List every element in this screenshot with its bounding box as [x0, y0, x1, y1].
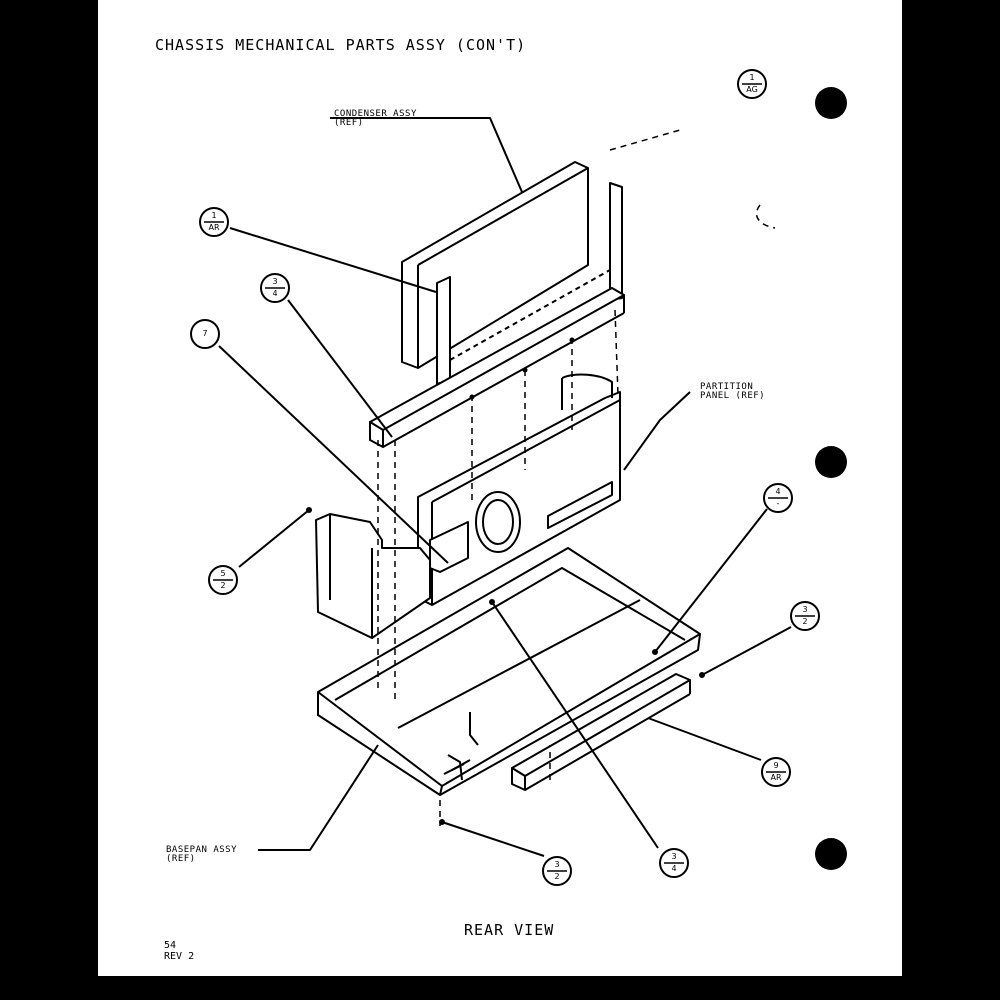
- callout-quantity: -: [776, 499, 780, 508]
- punch-hole: [815, 87, 847, 119]
- revision-label: REV 2: [164, 951, 195, 962]
- condenser-assy-label: CONDENSER ASSY (REF): [334, 110, 417, 128]
- callout-bubble: 3 4: [259, 272, 291, 304]
- leader-lines: [218, 117, 792, 857]
- punch-hole: [815, 838, 847, 870]
- callout-quantity: 2: [554, 872, 560, 881]
- scan-border-left: [0, 0, 98, 1000]
- callout-bubble: 9 AR: [760, 756, 792, 788]
- punch-hole: [815, 446, 847, 478]
- callout-number: 7: [202, 329, 208, 338]
- callout-bubble: 1 AG: [736, 68, 768, 100]
- callout-bubble: 5 2: [207, 564, 239, 596]
- basepan-part: [317, 547, 701, 796]
- alignment-lines: [377, 129, 776, 826]
- callout-number: 3: [671, 852, 677, 861]
- callout-number: 4: [775, 487, 781, 496]
- scan-border-bottom: [0, 976, 1000, 1000]
- page-number: 54: [164, 940, 177, 951]
- callout-bubble: 3 4: [658, 847, 690, 879]
- basepan-label-line1: BASEPAN ASSY: [166, 845, 238, 855]
- callout-bubble: 7: [189, 318, 221, 350]
- callout-quantity: AG: [746, 85, 758, 94]
- callout-number: 3: [554, 860, 560, 869]
- callout-quantity: AR: [770, 773, 782, 782]
- partition-label-line2: PANEL (REF): [700, 391, 766, 401]
- condenser-label-line1: CONDENSER ASSY: [334, 109, 417, 119]
- callout-bubble: 1 AR: [198, 206, 230, 238]
- callout-number: 5: [220, 569, 226, 578]
- callout-number: 1: [211, 211, 217, 220]
- side-shroud-part: [315, 513, 431, 639]
- callout-quantity: 4: [272, 289, 278, 298]
- callout-number: 3: [802, 605, 808, 614]
- callout-quantity: AR: [208, 223, 220, 232]
- callout-bubble: 4 -: [762, 482, 794, 514]
- condenser-label-line2: (REF): [334, 118, 364, 128]
- basepan-label-line2: (REF): [166, 854, 196, 864]
- fasteners: [306, 337, 705, 825]
- basepan-assy-label: BASEPAN ASSY (REF): [166, 846, 237, 864]
- callout-quantity: 2: [802, 617, 808, 626]
- page-title: CHASSIS MECHANICAL PARTS ASSY (CON'T): [155, 36, 527, 54]
- scan-border-right: [902, 0, 1000, 1000]
- callout-bubble: 3 2: [789, 600, 821, 632]
- callout-number: 1: [749, 73, 755, 82]
- partition-label-line1: PARTITION: [700, 382, 754, 392]
- condenser-assy-part: [401, 161, 623, 385]
- callout-number: 9: [773, 761, 779, 770]
- callout-quantity: 4: [671, 864, 677, 873]
- top-rail-part: [369, 287, 625, 448]
- page-number-block: 54 REV 2: [164, 940, 194, 962]
- callout-number: 3: [272, 277, 278, 286]
- callout-quantity: 2: [220, 581, 226, 590]
- partition-panel-label: PARTITION PANEL (REF): [700, 383, 765, 401]
- callout-bubble: 3 2: [541, 855, 573, 887]
- bottom-rail-part: [511, 673, 691, 791]
- view-label: REAR VIEW: [464, 921, 555, 939]
